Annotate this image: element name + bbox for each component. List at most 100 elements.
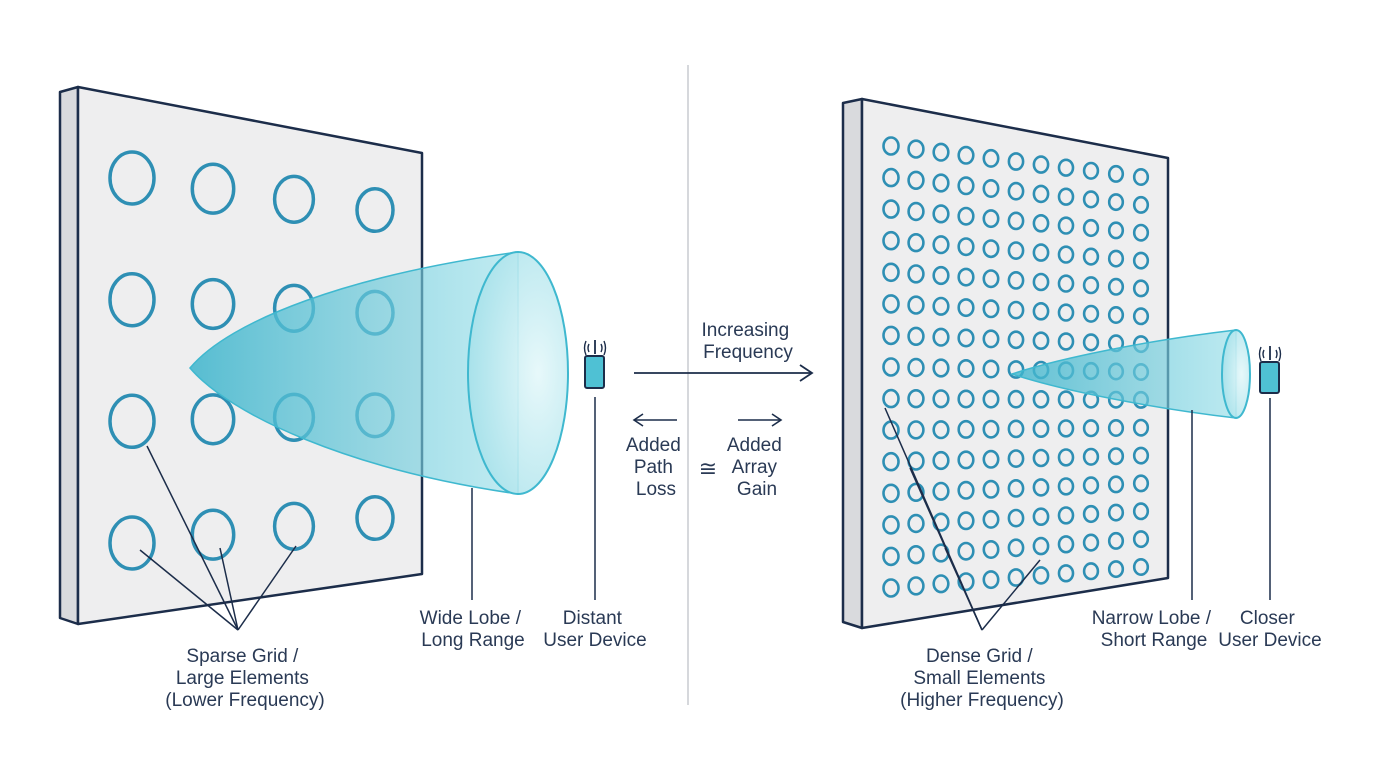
right-antenna-element bbox=[1032, 184, 1050, 204]
left-lobe-label: Wide Lobe / Long Range bbox=[420, 608, 527, 651]
right-antenna-element bbox=[982, 419, 1000, 439]
right-antenna-element bbox=[932, 420, 950, 440]
right-antenna-element bbox=[1132, 223, 1150, 242]
right-antenna-element bbox=[1007, 449, 1025, 469]
right-antenna-element bbox=[982, 179, 1000, 199]
right-antenna-element bbox=[907, 170, 925, 191]
right-antenna-element bbox=[957, 267, 975, 287]
right-antenna-element bbox=[1082, 247, 1100, 266]
left-antenna-element bbox=[108, 271, 156, 328]
right-panel-face bbox=[860, 97, 1170, 630]
right-lobe-label: Narrow Lobe / Short Range bbox=[1092, 608, 1217, 651]
right-antenna-element bbox=[1007, 419, 1025, 439]
path-loss-arrow-icon bbox=[632, 413, 677, 427]
right-antenna-element bbox=[1007, 181, 1025, 201]
right-antenna-element bbox=[1032, 243, 1050, 262]
right-antenna-element bbox=[957, 206, 975, 226]
right-panel-edge bbox=[841, 97, 864, 630]
right-antenna-element bbox=[1132, 474, 1150, 493]
right-antenna-element bbox=[1032, 272, 1050, 292]
right-antenna-element bbox=[882, 388, 900, 409]
right-antenna-element bbox=[907, 357, 925, 378]
right-antenna-element bbox=[1032, 389, 1050, 409]
right-antenna-element bbox=[932, 265, 950, 286]
right-antenna-element bbox=[982, 359, 1000, 379]
right-antenna-element bbox=[957, 237, 975, 257]
right-antenna-element bbox=[1107, 249, 1125, 268]
right-antenna-element bbox=[882, 167, 900, 188]
left-antenna-element bbox=[272, 174, 316, 224]
right-antenna-element bbox=[1007, 478, 1025, 498]
right-antenna-element bbox=[982, 269, 1000, 289]
right-antenna-element bbox=[882, 357, 900, 377]
right-antenna-element bbox=[1107, 277, 1125, 296]
right-antenna-element bbox=[1107, 531, 1125, 550]
left-beam-lobe bbox=[189, 251, 569, 495]
right-antenna-element bbox=[1007, 330, 1025, 350]
left-antenna-element bbox=[355, 186, 395, 234]
right-antenna-element bbox=[882, 483, 900, 504]
right-antenna-element bbox=[1057, 158, 1075, 177]
left-antenna-element bbox=[190, 162, 236, 215]
right-antenna-element bbox=[1057, 564, 1075, 583]
approx-equal-symbol: ≅ bbox=[699, 456, 717, 481]
right-antenna-element bbox=[1032, 301, 1050, 321]
right-antenna-element bbox=[1082, 419, 1100, 438]
right-antenna-element bbox=[982, 449, 1000, 469]
right-antenna-element bbox=[1107, 475, 1125, 494]
right-antenna-element bbox=[1032, 507, 1050, 527]
left-antenna-element bbox=[190, 277, 236, 331]
right-antenna-element bbox=[932, 389, 950, 409]
right-antenna-element bbox=[982, 299, 1000, 319]
right-antenna-element bbox=[907, 482, 925, 502]
right-antenna-element bbox=[1107, 164, 1125, 183]
right-antenna-element bbox=[1007, 389, 1025, 409]
right-antenna-element bbox=[1032, 566, 1050, 585]
right-antenna-element bbox=[1007, 270, 1025, 290]
right-antenna-element bbox=[907, 295, 925, 315]
closer-device-icon bbox=[1258, 346, 1282, 394]
right-antenna-element bbox=[1082, 190, 1100, 209]
right-antenna-element bbox=[1132, 279, 1150, 298]
right-antenna-element bbox=[907, 544, 925, 565]
left-leader-lines bbox=[139, 397, 596, 631]
right-antenna-element bbox=[1057, 332, 1075, 351]
right-antenna-element bbox=[1082, 476, 1100, 495]
right-antenna-element bbox=[932, 296, 950, 316]
right-antenna-element bbox=[907, 233, 925, 253]
right-antenna-element bbox=[1107, 193, 1125, 212]
right-antenna-element bbox=[1032, 214, 1050, 233]
right-antenna-element bbox=[907, 139, 925, 159]
right-antenna-element bbox=[1007, 211, 1025, 231]
right-antenna-element bbox=[957, 511, 975, 531]
right-antenna-element bbox=[932, 574, 950, 594]
left-antenna-element bbox=[108, 515, 156, 571]
right-antenna-element bbox=[957, 298, 975, 318]
left-antenna-element bbox=[190, 508, 236, 561]
right-antenna-element bbox=[932, 173, 950, 193]
right-antenna-element bbox=[982, 570, 1000, 590]
right-antenna-element bbox=[1057, 477, 1075, 496]
right-antenna-element bbox=[1057, 187, 1075, 206]
right-antenna-element bbox=[1132, 195, 1150, 214]
left-device-label: Distant User Device bbox=[543, 608, 646, 651]
right-antenna-element bbox=[1107, 418, 1125, 437]
right-antenna-element bbox=[907, 264, 925, 284]
right-beam-lobe bbox=[1009, 329, 1251, 419]
right-antenna-element bbox=[1132, 418, 1150, 437]
right-antenna-element bbox=[907, 201, 925, 222]
right-antenna-element bbox=[1107, 447, 1125, 466]
right-antenna-element bbox=[1032, 478, 1050, 497]
right-antenna-element bbox=[1132, 446, 1150, 465]
distant-device-icon bbox=[583, 340, 607, 389]
right-antenna-element bbox=[1032, 536, 1050, 556]
left-grid-label: Sparse Grid / Large Elements (Lower Freq… bbox=[165, 646, 324, 711]
right-antenna-element bbox=[1082, 333, 1100, 352]
right-antenna-element bbox=[1132, 502, 1150, 521]
right-antenna-element bbox=[1057, 303, 1075, 322]
right-antenna-element bbox=[1007, 508, 1025, 528]
right-antenna-element bbox=[957, 176, 975, 196]
right-antenna-element bbox=[982, 479, 1000, 499]
right-antenna-element bbox=[1032, 155, 1050, 174]
